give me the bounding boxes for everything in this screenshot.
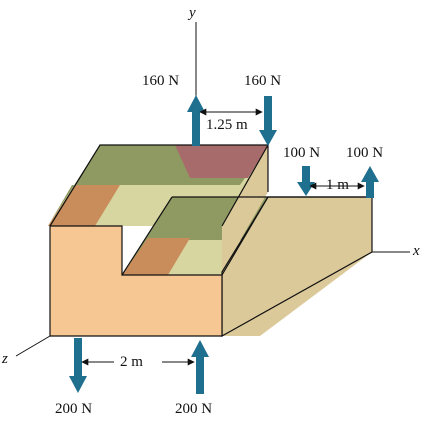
- force-label-mid-left: 100 N: [283, 145, 321, 161]
- arrow-100N-up: [361, 166, 379, 198]
- z-axis-label: z: [2, 351, 8, 367]
- x-axis-label: x: [413, 243, 420, 259]
- force-label-mid-right: 100 N: [346, 145, 384, 161]
- y-axis-label: y: [189, 5, 196, 21]
- upper-right-face: [222, 145, 268, 272]
- force-label-top-right: 160 N: [244, 73, 282, 89]
- arrow-160N-down: [259, 96, 277, 146]
- force-label-bottom-right: 200 N: [175, 401, 213, 417]
- force-arrows: [69, 95, 379, 394]
- arrow-200N-down: [69, 338, 87, 393]
- arrow-100N-down: [297, 166, 315, 196]
- arrow-200N-up: [191, 340, 209, 394]
- dimension-label-bottom: 2 m: [120, 354, 143, 370]
- outlines: [49, 144, 372, 276]
- dimension-lines: [81, 108, 365, 366]
- z-axis: [15, 335, 51, 357]
- dimension-label-top: 1.25 m: [206, 117, 248, 133]
- force-label-bottom-left: 200 N: [55, 401, 93, 417]
- force-label-top-left: 160 N: [142, 73, 180, 89]
- arrow-160N-up: [187, 95, 205, 146]
- dimension-label-mid: 1 m: [326, 177, 349, 193]
